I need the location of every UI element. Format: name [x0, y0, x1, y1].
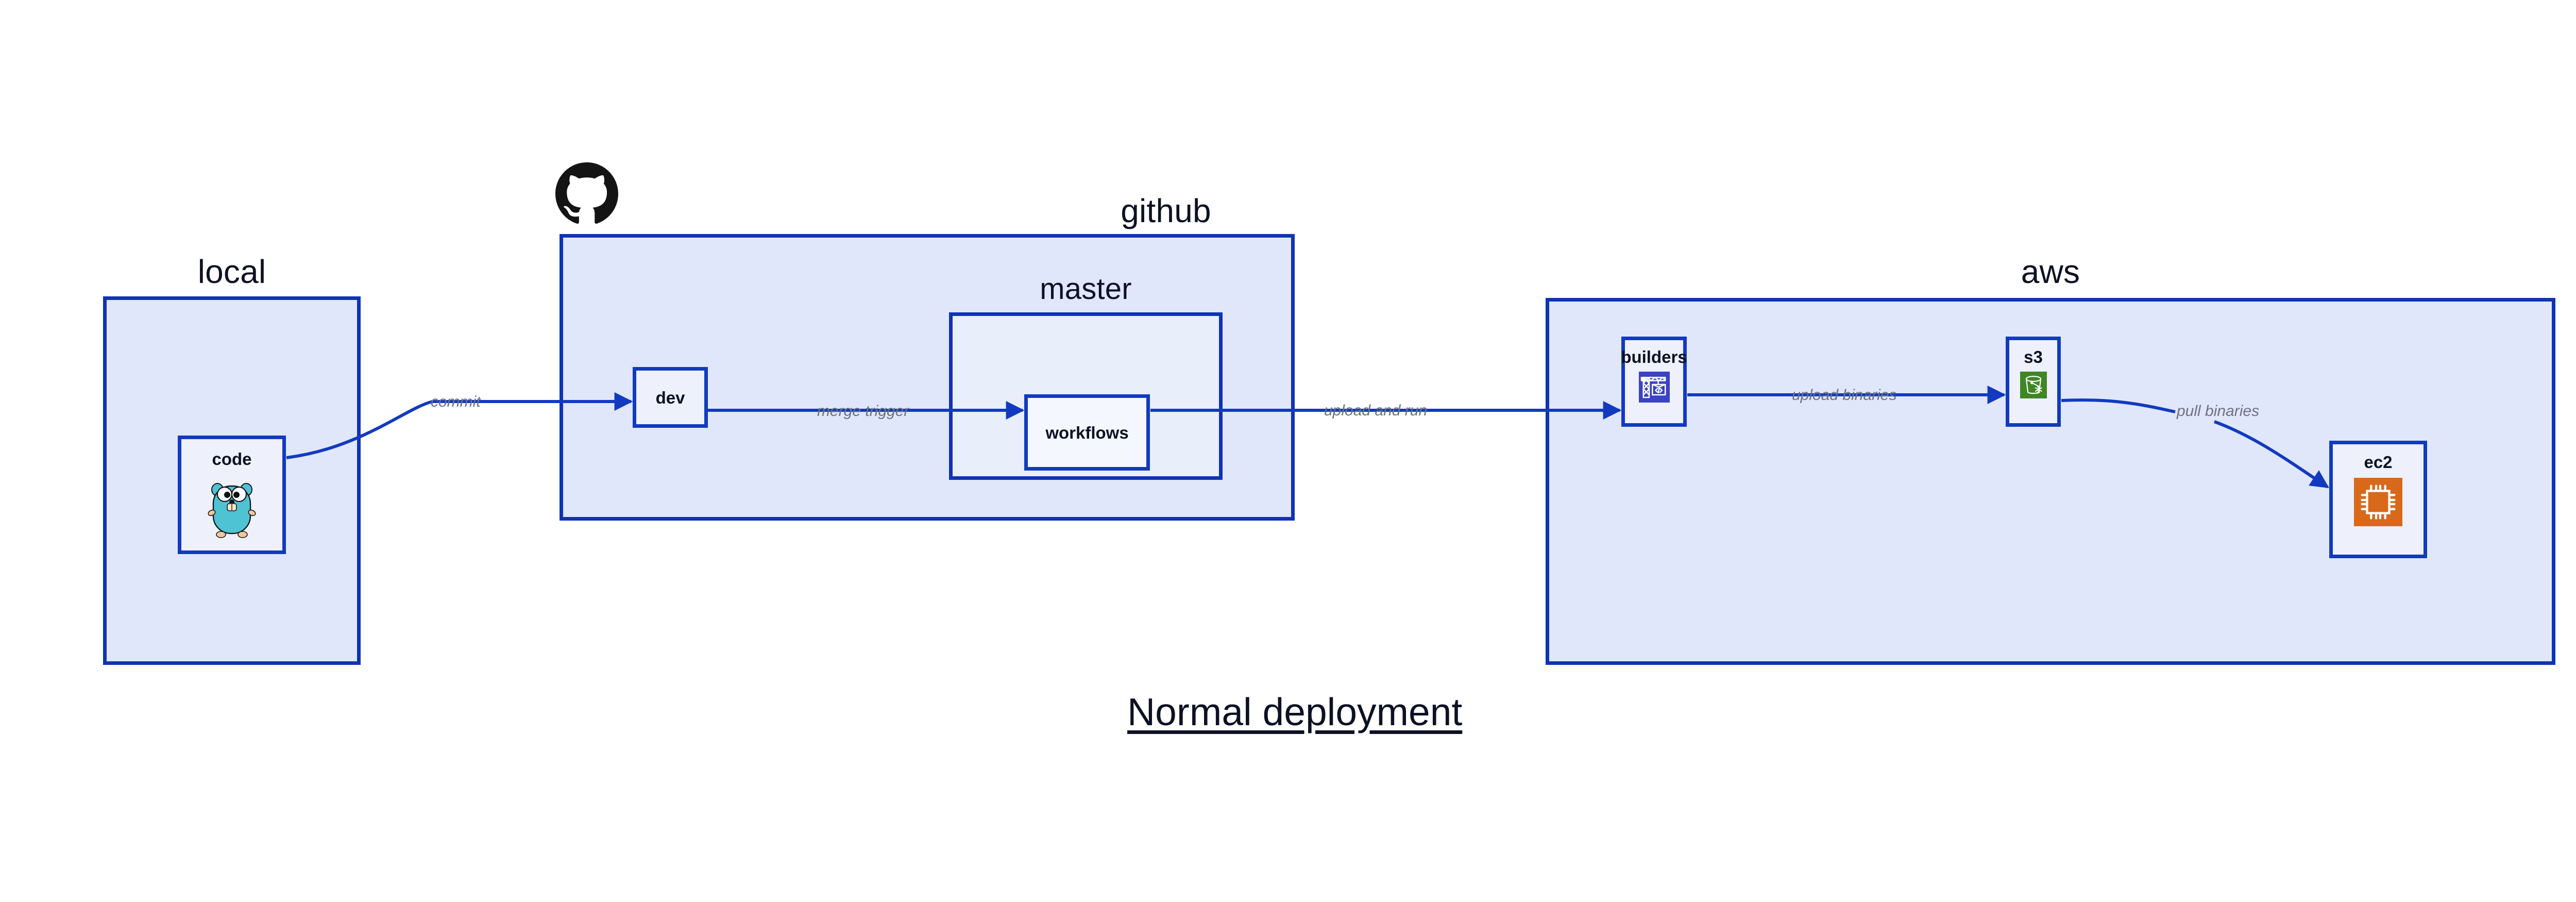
group-label-local: local — [197, 253, 266, 290]
edge-label-pull-binaries: pull binaries — [2177, 403, 2260, 420]
node-workflows-label: workflows — [1045, 423, 1129, 442]
node-code-label: code — [212, 449, 252, 469]
node-s3[interactable]: s3 — [2006, 337, 2061, 427]
s3-glacier-bucket-icon — [2020, 372, 2047, 398]
github-octocat-icon — [555, 162, 618, 228]
edge-label-merge-trigger: merge trigger — [817, 403, 909, 420]
node-s3-label: s3 — [2024, 347, 2043, 366]
node-ec2-label: ec2 — [2364, 453, 2393, 472]
cpu-chip-icon — [2354, 478, 2402, 526]
node-workflows[interactable]: workflows — [1024, 394, 1150, 471]
node-builders-label: builders — [1621, 347, 1687, 366]
node-builders[interactable]: builders — [1621, 337, 1687, 427]
node-dev-label: dev — [655, 388, 685, 407]
diagram-caption: Normal deployment — [1127, 690, 1463, 733]
node-ec2[interactable]: ec2 — [2329, 441, 2427, 558]
node-code[interactable]: code — [178, 436, 286, 554]
edge-label-commit: commit — [431, 393, 481, 410]
group-label-master: master — [1040, 272, 1132, 306]
group-label-aws: aws — [2021, 253, 2080, 290]
group-label-github: github — [1121, 192, 1211, 229]
crane-code-icon — [1638, 372, 1670, 403]
node-dev[interactable]: dev — [633, 367, 708, 428]
edge-label-upload-and-run: upload and run — [1324, 402, 1428, 419]
go-gopher-icon — [204, 478, 260, 540]
edge-label-upload-binaries: upload binaries — [1792, 387, 1897, 404]
